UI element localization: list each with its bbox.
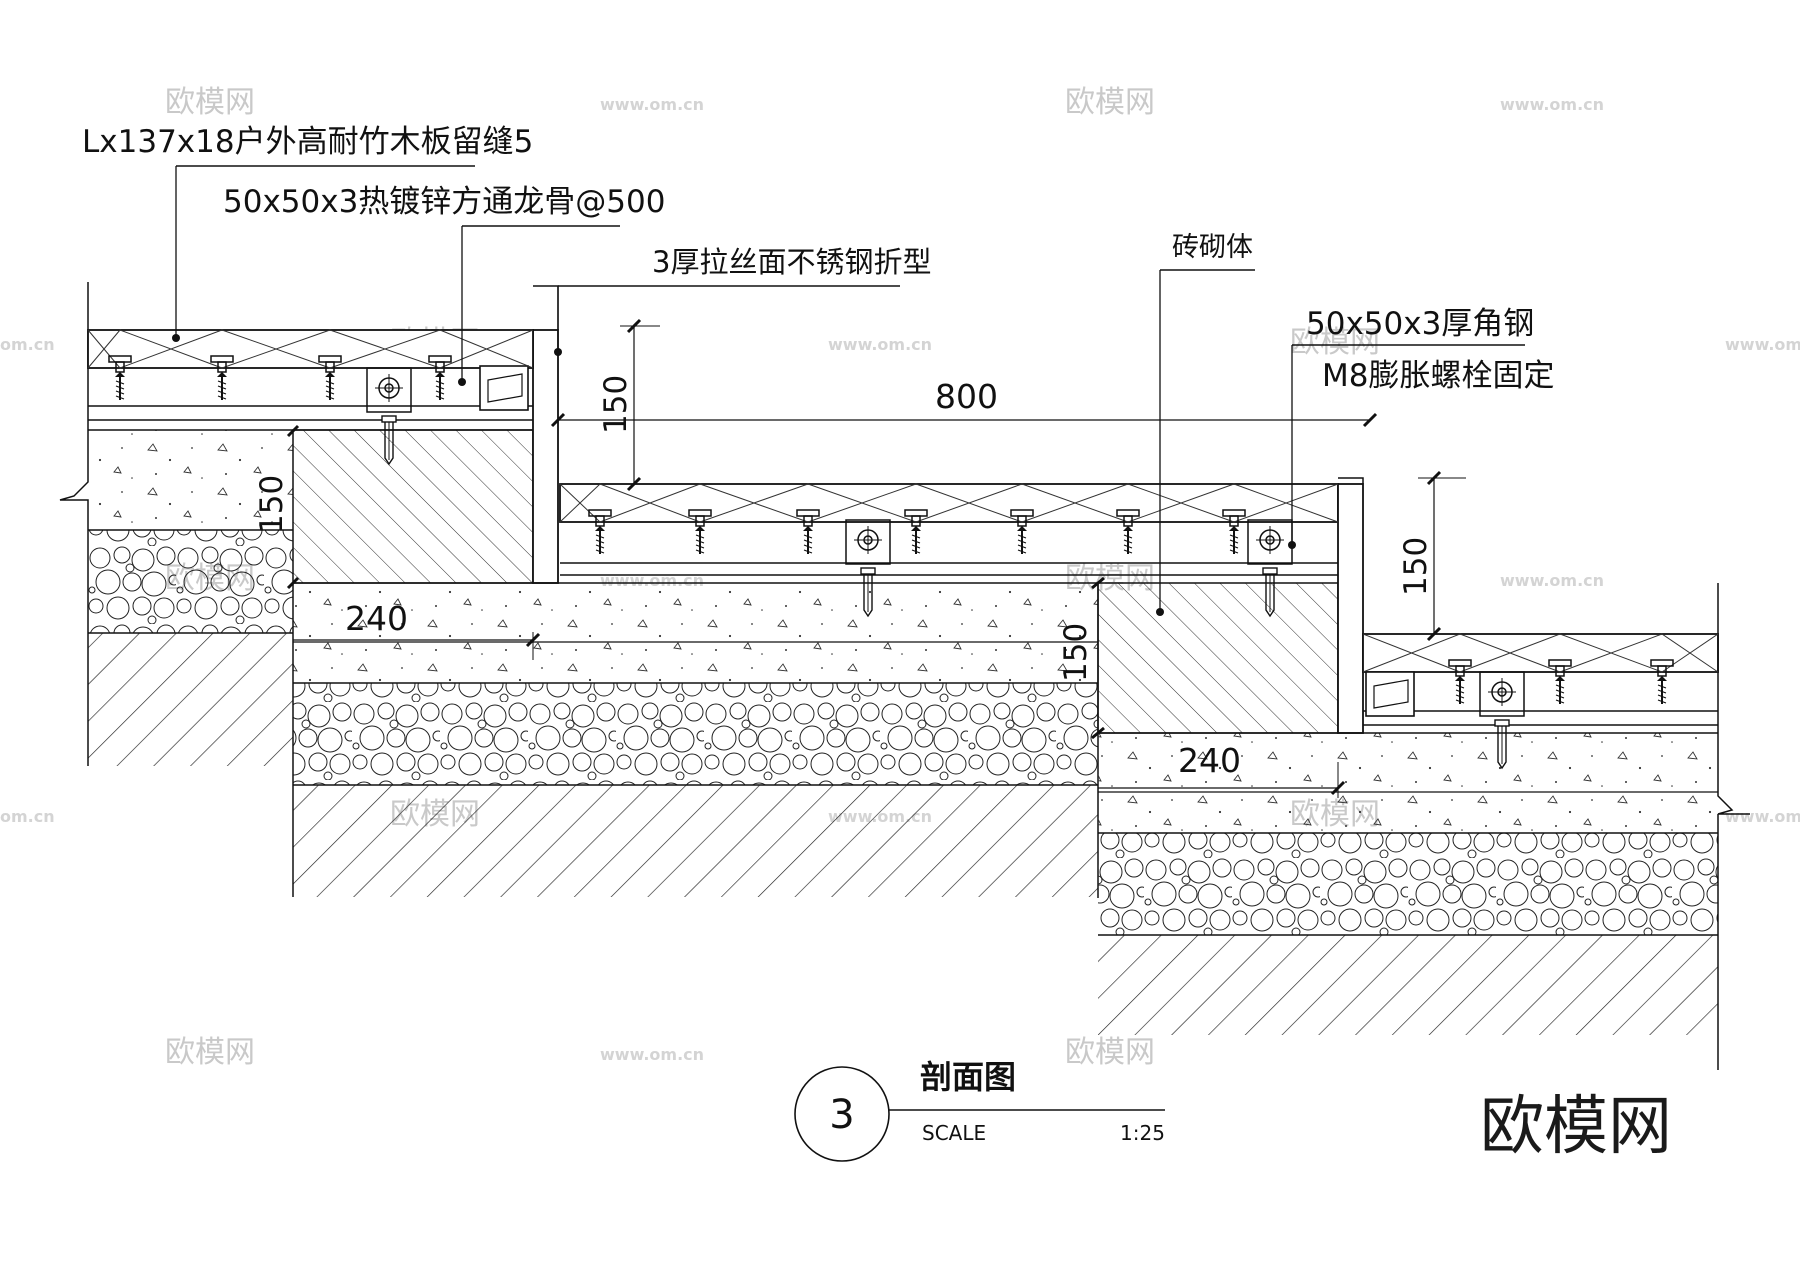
deck-board-cross [807, 483, 917, 523]
dim-800: 800 [935, 377, 998, 416]
watermark-brand: 欧模网 [165, 85, 255, 120]
title-block: 3 剖面图 SCALE 1:25 [794, 1058, 1165, 1162]
label-angle-steel: 50x50x3厚角钢 [1306, 306, 1534, 342]
gravel-layer-upper [88, 530, 293, 633]
watermark-url: www.om.cn [600, 95, 704, 114]
deck-board-cross [1021, 483, 1129, 523]
concrete-slab-lower [1098, 733, 1718, 833]
deck-screw-icon [1455, 679, 1465, 705]
deck-board-cross [1233, 483, 1339, 523]
deck-screw-icon [1555, 679, 1565, 705]
dim-240-upper: 240 [345, 599, 408, 638]
deck-board-upper [87, 329, 534, 369]
brand-logo: 欧模网 [1480, 1090, 1672, 1164]
deck-board-cross [599, 483, 701, 523]
upper-level [59, 282, 559, 766]
deck-board-cross [559, 483, 601, 523]
deck-board-cross [1127, 483, 1235, 523]
deck-screw-icon [911, 529, 921, 555]
label-brick-masonry: 砖砌体 [1172, 232, 1253, 263]
label-bamboo-board: Lx137x18户外高耐竹木板留缝5 [82, 124, 533, 160]
watermark-url: www.om.cn [1500, 571, 1604, 590]
deck-board-cross [87, 329, 121, 369]
watermark-url: www.om.cn [1725, 335, 1800, 354]
watermark-url: www.om.cn [1500, 95, 1604, 114]
watermark-url: www.om.cn [1725, 807, 1800, 826]
dim-150-slab-upper: 150 [254, 475, 290, 534]
deck-screw-icon [325, 375, 335, 401]
scale-label: SCALE [922, 1121, 986, 1145]
deck-board-cross [221, 329, 331, 369]
watermark-brand: 欧模网 [165, 1035, 255, 1070]
deck-board-cross [1362, 633, 1461, 673]
section-number: 3 [829, 1092, 854, 1138]
watermark-url: www.om.cn [600, 1045, 704, 1064]
deck-screw-icon [595, 529, 605, 555]
square-tube-lower [1365, 671, 1415, 717]
dim-150-riser-lower: 150 [1398, 537, 1434, 596]
soil-upper [88, 633, 293, 766]
deck-screw-icon [803, 529, 813, 555]
brick-wall-middle [1097, 582, 1339, 734]
brick-wall-upper [292, 429, 534, 584]
soil-lower [1098, 935, 1718, 1035]
dim-150-slab-middle: 150 [1058, 623, 1094, 682]
dim-240-lower: 240 [1178, 741, 1241, 780]
concrete-slab-upper [88, 430, 293, 530]
gravel-layer-lower [1098, 833, 1718, 935]
drawing-title: 剖面图 [920, 1058, 1016, 1096]
dimension-lines [286, 318, 1466, 798]
watermark-url: om.cn [0, 335, 55, 354]
label-expansion-bolt: M8膨胀螺栓固定 [1322, 358, 1554, 394]
scale-value: 1:25 [1120, 1121, 1165, 1145]
watermark-brand: 欧模网 [1065, 85, 1155, 120]
stainless-fascia-middle [1337, 483, 1364, 734]
watermark-brand: 欧模网 [1065, 1035, 1155, 1070]
lower-level [1098, 583, 1750, 1070]
deck-screw-icon [1229, 529, 1239, 555]
deck-details [87, 329, 1719, 705]
deck-screw-icon [217, 375, 227, 401]
deck-screw-icon [695, 529, 705, 555]
leader-lines [172, 165, 1525, 616]
deck-screw-icon [1017, 529, 1027, 555]
deck-screw-icon [1657, 679, 1667, 705]
deck-board-cross [439, 329, 534, 369]
deck-board-cross [119, 329, 223, 369]
deck-screw-icon [115, 375, 125, 401]
deck-board-cross [915, 483, 1023, 523]
watermark-brand: 欧模网 [1290, 325, 1380, 360]
label-keel: 50x50x3热镀锌方通龙骨@500 [223, 184, 665, 220]
label-stainless-fold: 3厚拉丝面不锈钢折型 [652, 245, 931, 279]
deck-board-cross [1459, 633, 1561, 673]
square-tube-upper [479, 365, 529, 411]
deck-screw-icon [1123, 529, 1133, 555]
stainless-fascia-upper [532, 329, 559, 584]
watermark-url: om.cn [0, 807, 55, 826]
deck-board-cross [699, 483, 809, 523]
middle-level [292, 477, 1364, 898]
deck-board-cross [1559, 633, 1663, 673]
concrete-slab-middle [293, 583, 1098, 683]
deck-screw-icon [435, 375, 445, 401]
annotations: Lx137x18户外高耐竹木板留缝5 50x50x3热镀锌方通龙骨@500 3厚… [82, 124, 1554, 780]
deck-board-middle [559, 483, 1339, 523]
gravel-layer-middle [293, 683, 1098, 785]
watermark-url: www.om.cn [828, 335, 932, 354]
dim-150-riser-upper: 150 [598, 375, 634, 434]
deck-board-cross [329, 329, 441, 369]
soil-middle [293, 785, 1098, 897]
